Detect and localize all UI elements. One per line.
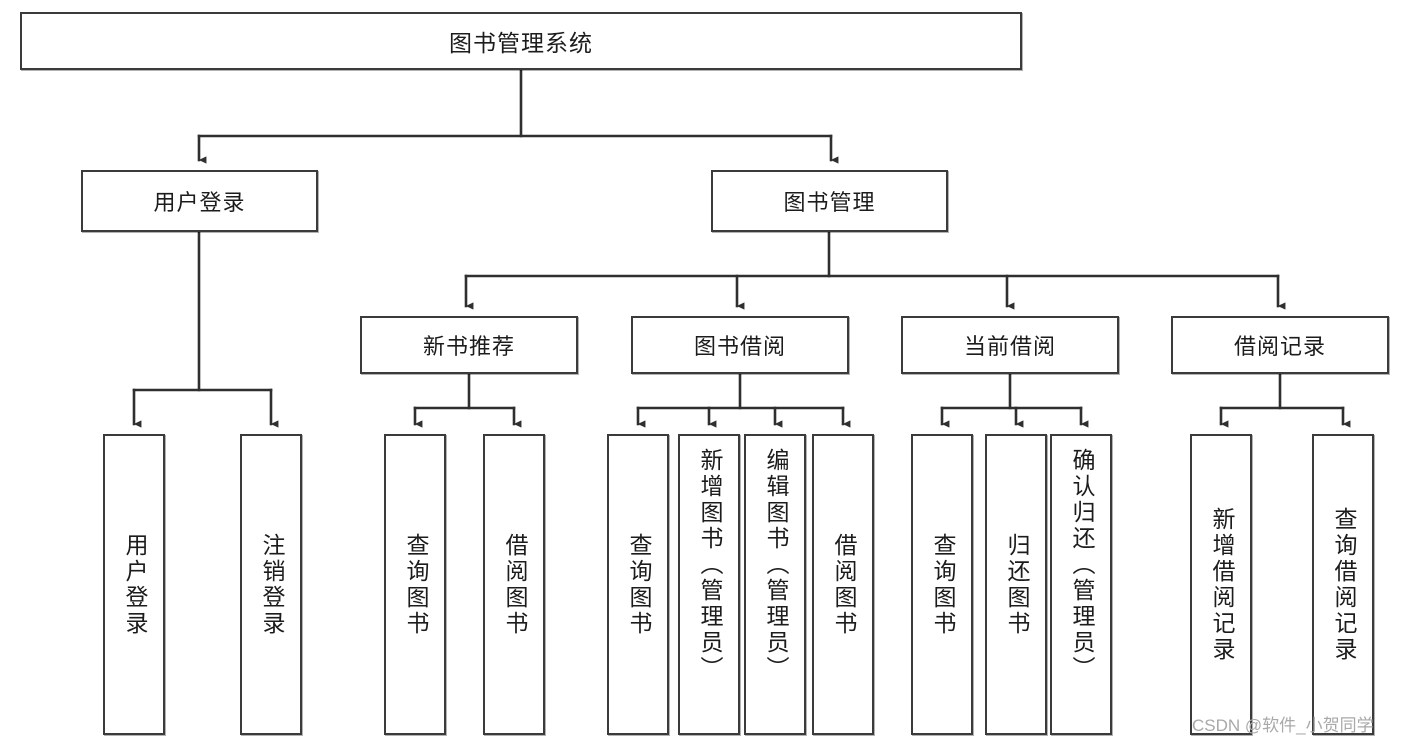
watermark: CSDN @软件_小贺同学: [1192, 716, 1374, 735]
leaf-add-borrow-record[interactable]: 新增借阅记录: [1190, 434, 1252, 735]
node-current-borrow[interactable]: 当前借阅: [901, 316, 1119, 374]
leaf-logout[interactable]: 注销登录: [240, 434, 302, 735]
leaf-add-borrow-record-label: 新增借阅记录: [1208, 506, 1235, 663]
node-book-management[interactable]: 图书管理: [711, 170, 948, 232]
leaf-edit-book-admin-label: 编辑图书（管理员）: [762, 448, 789, 682]
node-user-login-label: 用户登录: [153, 190, 246, 215]
node-current-borrow-label: 当前借阅: [963, 334, 1056, 359]
leaf-add-book-admin-label: 新增图书（管理员）: [696, 448, 723, 682]
leaf-query-borrow-record[interactable]: 查询借阅记录: [1312, 434, 1374, 735]
leaf-query-book-recommend[interactable]: 查询图书: [384, 434, 446, 735]
node-user-login[interactable]: 用户登录: [81, 170, 318, 232]
leaf-query-book-borrow-label: 查询图书: [625, 532, 652, 637]
leaf-return-book[interactable]: 归还图书: [985, 434, 1047, 735]
leaf-return-book-label: 归还图书: [1003, 532, 1030, 637]
node-borrow-records[interactable]: 借阅记录: [1171, 316, 1389, 374]
leaf-add-book-admin[interactable]: 新增图书（管理员）: [678, 434, 740, 735]
leaf-borrow-book[interactable]: 借阅图书: [812, 434, 874, 735]
leaf-query-book-borrow[interactable]: 查询图书: [607, 434, 669, 735]
leaf-user-login-label: 用户登录: [121, 532, 148, 637]
leaf-query-book-current[interactable]: 查询图书: [911, 434, 973, 735]
node-new-book-recommend-label: 新书推荐: [422, 334, 515, 359]
leaf-edit-book-admin[interactable]: 编辑图书（管理员）: [744, 434, 806, 735]
node-root-label: 图书管理系统: [449, 30, 593, 56]
node-borrow-records-label: 借阅记录: [1233, 334, 1326, 359]
node-root[interactable]: 图书管理系统: [20, 12, 1022, 70]
leaf-logout-label: 注销登录: [258, 532, 285, 637]
leaf-confirm-return-admin[interactable]: 确认归还（管理员）: [1050, 434, 1112, 735]
leaf-borrow-book-label: 借阅图书: [830, 532, 857, 637]
node-book-borrow-label: 图书借阅: [693, 334, 786, 359]
leaf-user-login[interactable]: 用户登录: [103, 434, 165, 735]
leaf-query-borrow-record-label: 查询借阅记录: [1330, 506, 1357, 663]
leaf-borrow-book-recommend[interactable]: 借阅图书: [483, 434, 545, 735]
node-book-management-label: 图书管理: [783, 190, 876, 215]
leaf-query-book-current-label: 查询图书: [929, 532, 956, 637]
leaf-borrow-book-recommend-label: 借阅图书: [501, 532, 528, 637]
node-book-borrow[interactable]: 图书借阅: [631, 316, 849, 374]
leaf-confirm-return-admin-label: 确认归还（管理员）: [1068, 448, 1095, 682]
leaf-query-book-recommend-label: 查询图书: [402, 532, 429, 637]
node-new-book-recommend[interactable]: 新书推荐: [360, 316, 578, 374]
